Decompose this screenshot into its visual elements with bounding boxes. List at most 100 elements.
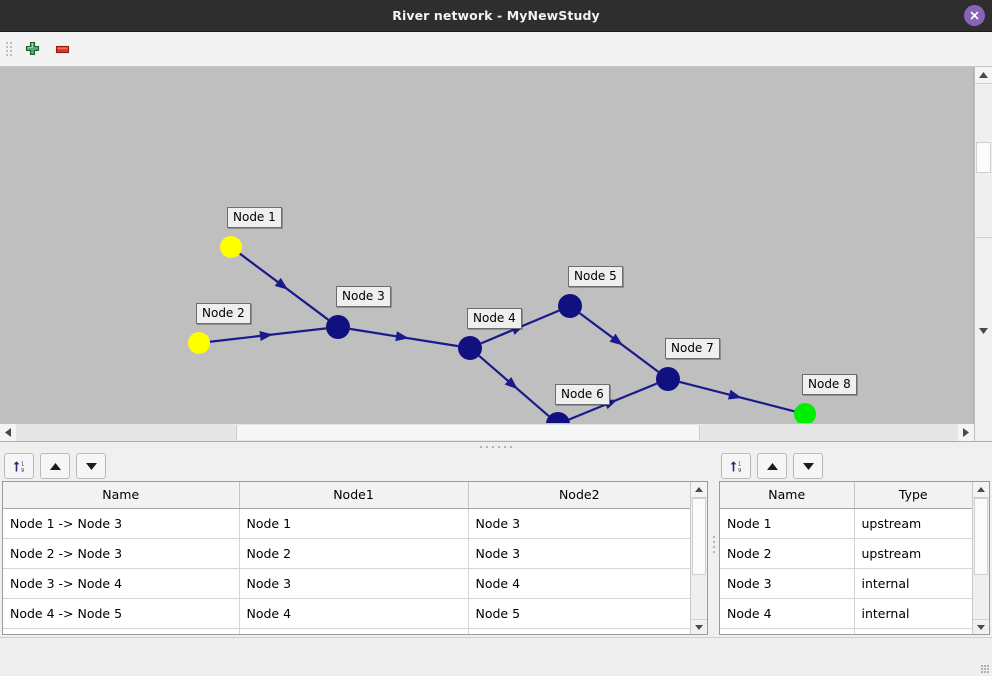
nodes-cell[interactable]: Node 2 [720,538,855,569]
reaches-cell[interactable]: Node 4 -> Node 5 [3,598,240,629]
plus-icon [25,41,39,55]
graph-node[interactable] [188,332,210,354]
reaches-column-header[interactable]: Node2 [468,482,690,509]
graph-node[interactable] [656,367,680,391]
scroll-up-arrow-icon[interactable] [975,67,992,84]
node-label[interactable]: Node 6 [555,384,610,405]
reaches-column-header[interactable]: Node1 [239,482,469,509]
node-label[interactable]: Node 8 [802,374,857,395]
remove-node-button[interactable] [47,34,77,64]
canvas-horizontal-scrollbar[interactable] [0,423,974,441]
reaches-scroll-down-arrow-icon[interactable] [691,619,707,634]
nodes-scroll-up-arrow-icon[interactable] [973,482,989,498]
graph-node[interactable] [458,336,482,360]
horizontal-splitter[interactable] [0,441,992,451]
reaches-cell[interactable]: Node 1 [239,508,469,539]
reaches-vscroll-track[interactable] [691,498,707,619]
node-label[interactable]: Node 4 [467,308,522,329]
reaches-scroll-up-arrow-icon[interactable] [691,482,707,498]
nodes-cell[interactable]: upstream [854,538,972,569]
close-icon[interactable] [964,5,985,26]
reaches-cell[interactable]: Node 3 [239,568,469,599]
nodes-cell[interactable]: internal [854,568,972,599]
nodes-move-up-button[interactable] [757,453,787,479]
network-canvas[interactable]: Node 1 Node 2 Node 3 Node 4 Node 5 Node 6 Node… [0,67,974,423]
reaches-cell[interactable] [239,628,469,634]
nodes-cell[interactable] [720,628,855,634]
edge-arrow-icon [274,277,289,290]
reaches-cell[interactable]: Node 2 [239,538,469,569]
scroll-down-arrow-icon[interactable] [975,237,992,423]
node-label[interactable]: Node 3 [336,286,391,307]
graph-node[interactable] [558,294,582,318]
reaches-move-down-button[interactable] [76,453,106,479]
graph-node[interactable] [794,403,816,423]
nodes-cell[interactable]: Node 3 [720,568,855,599]
nodes-cell[interactable] [854,628,972,634]
add-node-button[interactable] [17,34,47,64]
scroll-left-arrow-icon[interactable] [0,424,16,441]
reaches-cell[interactable]: Node 3 [468,508,690,539]
nodes-cell[interactable]: Node 1 [720,508,855,539]
vertical-splitter[interactable] [710,451,717,637]
nodes-column-header[interactable]: Name [720,482,855,509]
nodes-cell[interactable]: internal [854,598,972,629]
reaches-cell[interactable] [468,628,690,634]
nodes-sort-button[interactable]: 1 9 [721,453,751,479]
graph-node[interactable] [220,236,242,258]
reaches-column-header[interactable]: Name [3,482,240,509]
graph-node[interactable] [326,315,350,339]
reaches-vertical-scrollbar[interactable] [690,482,707,634]
reaches-cell[interactable]: Node 5 [468,598,690,629]
reaches-vscroll-thumb[interactable] [692,498,706,576]
canvas-vertical-scrollbar[interactable] [974,67,992,423]
canvas-vscroll-thumb[interactable] [976,142,991,174]
reaches-cell[interactable]: Node 4 [239,598,469,629]
node-label[interactable]: Node 5 [568,266,623,287]
scroll-right-arrow-icon[interactable] [958,424,974,441]
arrow-down-icon [802,462,814,470]
table-row[interactable] [3,628,690,634]
graph-node[interactable] [546,412,570,423]
nodes-vertical-scrollbar[interactable] [972,482,989,634]
nodes-vscroll-track[interactable] [973,498,989,619]
reaches-cell[interactable] [3,628,240,634]
node-label[interactable]: Node 2 [196,303,251,324]
nodes-cell[interactable]: upstream [854,508,972,539]
nodes-cell[interactable]: Node 4 [720,598,855,629]
canvas-vscroll-track[interactable] [975,84,992,237]
nodes-vscroll-thumb[interactable] [974,498,988,576]
node-label[interactable]: Node 1 [227,207,282,228]
window-resize-grip[interactable] [981,665,989,673]
reaches-cell[interactable]: Node 4 [468,568,690,599]
nodes-move-down-button[interactable] [793,453,823,479]
reaches-cell[interactable]: Node 2 -> Node 3 [3,538,240,569]
reaches-sort-button[interactable]: 1 9 [4,453,34,479]
reaches-cell[interactable]: Node 3 [468,538,690,569]
reaches-cell[interactable]: Node 3 -> Node 4 [3,568,240,599]
nodes-scroll-down-arrow-icon[interactable] [973,619,989,634]
nodes-column-header[interactable]: Type [854,482,972,509]
edge-arrow-icon [727,389,742,400]
canvas-hscroll-thumb[interactable] [236,425,700,440]
node-label[interactable]: Node 7 [665,338,720,359]
reaches-cell[interactable]: Node 1 -> Node 3 [3,508,240,539]
sort-ascending-icon: 1 9 [13,460,24,474]
reaches-move-up-button[interactable] [40,453,70,479]
canvas-hscroll-track[interactable] [16,424,958,441]
table-row[interactable] [720,628,972,634]
toolbar-drag-handle[interactable] [4,38,13,60]
